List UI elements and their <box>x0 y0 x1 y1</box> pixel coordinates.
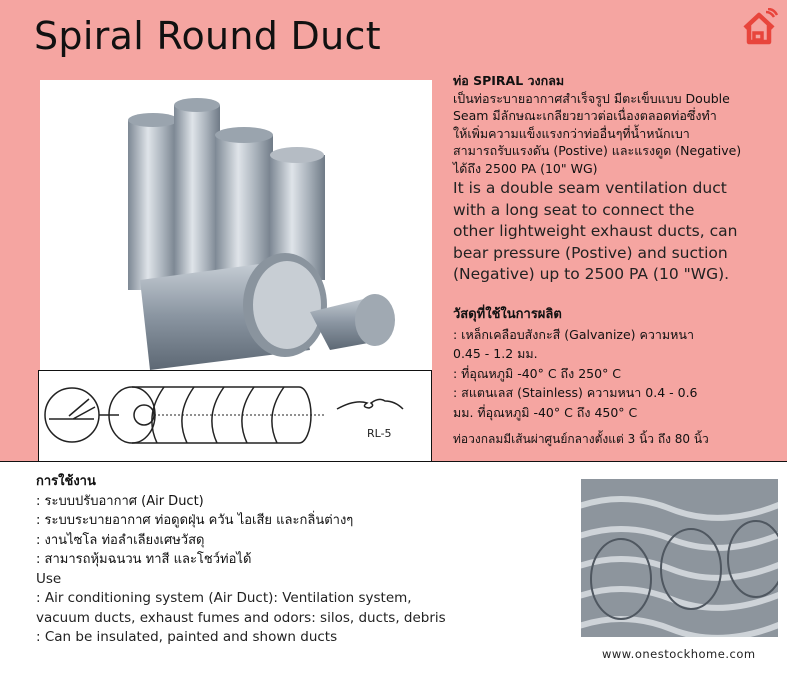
text-line: 0.45 - 1.2 มม. <box>453 346 538 361</box>
uses-section: การใช้งาน : ระบบปรับอากาศ (Air Duct) : ร… <box>36 472 446 648</box>
text-line: มม. ที่อุณหภูมิ -40° C ถึง 450° C <box>453 404 638 420</box>
page-title: Spiral Round Duct <box>34 14 381 58</box>
text-line: : ระบบระบายอากาศ ท่อดูดฝุ่น ควัน ไอเสีย … <box>36 513 354 528</box>
duct-stack-photo <box>581 479 778 637</box>
text-line: other lightweight exhaust ducts, can <box>453 222 738 240</box>
product-description: ท่อ SPIRAL วงกลม เป็นท่อระบายอากาศสำเร็จ… <box>453 72 783 286</box>
text-line: bear pressure (Postive) and suction <box>453 243 728 262</box>
text-line: It is a double seam ventilation duct <box>453 179 727 197</box>
website-url[interactable]: www.onestockhome.com <box>602 647 756 661</box>
text-line: : สามารถหุ้มฉนวน ทาสี และโชว์ท่อได้ <box>36 552 252 567</box>
text-line: (Negative) up to 2500 PA (10 "WG). <box>453 265 730 283</box>
smart-home-icon <box>743 8 779 45</box>
text-line: : งานไซโล ท่อลำเลียงเศษวัสดุ <box>36 532 205 548</box>
text-line: สามารถรับแรงดัน (Postive) และแรงดูด (Neg… <box>453 143 742 158</box>
text-line: with a long seat to connect the <box>453 200 695 219</box>
text-line: : สแตนเลส (Stainless) ความหนา 0.4 - 0.6 <box>453 385 698 400</box>
diameter-note: ท่อวงกลมมีเส้นผ่าศูนย์กลางตั้งแต่ 3 นิ้ว… <box>453 432 709 446</box>
seam-type-label: RL-5 <box>367 427 392 440</box>
seam-diagram: RL-5 <box>38 370 432 462</box>
text-line: ให้เพิ่มความแข็งแรงกว่าท่ออื่นๆที่น้ำหนั… <box>453 125 690 141</box>
text-line: เป็นท่อระบายอากาศสำเร็จรูป มีตะเข็บแบบ D… <box>453 90 730 106</box>
text-line: : เหล็กเคลือบสังกะสี (Galvanize) ความหนา <box>453 326 694 342</box>
description-heading: ท่อ SPIRAL วงกลม <box>453 73 565 88</box>
description-english: It is a double seam ventilation duct wit… <box>453 178 783 286</box>
text-line: : ระบบปรับอากาศ (Air Duct) <box>36 493 204 509</box>
materials-section: วัสดุที่ใช้ในการผลิต : เหล็กเคลือบสังกะส… <box>453 305 783 450</box>
uses-panel: การใช้งาน : ระบบปรับอากาศ (Air Duct) : ร… <box>0 461 787 673</box>
text-line: Seam มีลักษณะเกลียวยาวต่อเนื่องตลอดท่อซึ… <box>453 108 717 123</box>
materials-heading: วัสดุที่ใช้ในการผลิต <box>453 307 562 322</box>
text-line: : ที่อุณหภูมิ -40° C ถึง 250° C <box>453 365 622 381</box>
uses-heading: การใช้งาน <box>36 474 96 489</box>
description-thai: เป็นท่อระบายอากาศสำเร็จรูป มีตะเข็บแบบ D… <box>453 90 783 178</box>
text-line: : Can be insulated, painted and shown du… <box>36 629 338 645</box>
rl5-seam-profile <box>336 398 404 410</box>
spiral-duct-photo <box>40 80 432 370</box>
uses-english-heading: Use <box>36 570 62 587</box>
text-line: : Air conditioning system (Air Duct): Ve… <box>36 590 412 606</box>
text-line: ได้ถึง 2500 PA (10" WG) <box>453 160 598 176</box>
text-line: vacuum ducts, exhaust fumes and odors: s… <box>36 609 446 626</box>
